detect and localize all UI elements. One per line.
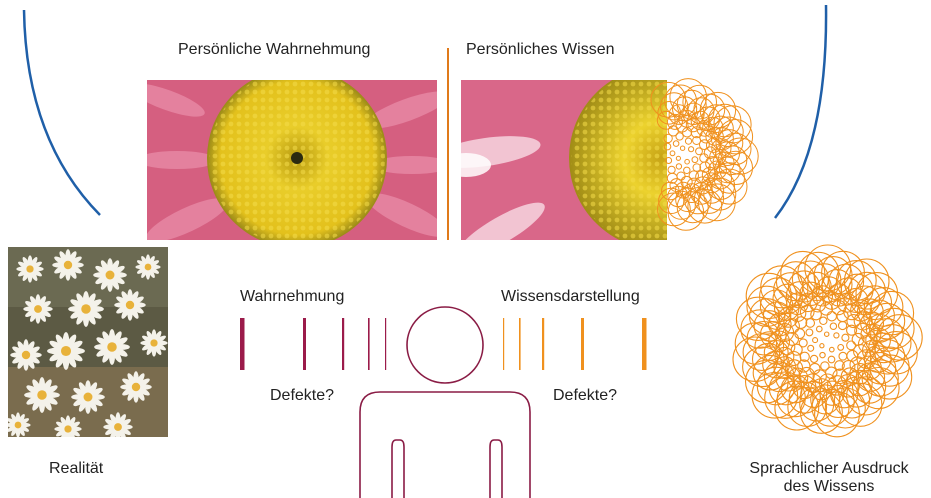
pattern-circle — [808, 345, 814, 351]
language-expression-line2: des Wissens — [736, 478, 922, 496]
pattern-circle — [839, 321, 847, 329]
pattern-circle — [825, 332, 829, 336]
pattern-circle — [877, 315, 922, 360]
pattern-circle — [806, 329, 813, 336]
pattern-circle — [827, 312, 836, 321]
pattern-circle — [839, 352, 847, 360]
pattern-circle — [811, 355, 818, 362]
pattern-circle — [830, 323, 836, 329]
pattern-circle — [817, 326, 823, 332]
pattern-circle — [838, 345, 844, 351]
pattern-circle — [826, 367, 837, 378]
pattern-circle — [820, 344, 824, 348]
pattern-circle — [813, 338, 818, 343]
pattern-circle — [820, 317, 827, 324]
pattern-circle — [830, 347, 835, 352]
language-expression-line1: Sprachlicher Ausdruck — [736, 460, 922, 478]
pattern-circle — [856, 273, 898, 315]
pattern-circle — [839, 383, 882, 426]
pattern-circle — [834, 333, 839, 338]
pattern-circle — [828, 356, 835, 363]
pattern-circle — [820, 352, 825, 357]
pattern-circle — [842, 334, 849, 341]
language-expression-label: Sprachlicher Ausdruck des Wissens — [736, 460, 922, 496]
reality-label: Realität — [49, 460, 103, 478]
pattern-circle — [788, 388, 827, 427]
